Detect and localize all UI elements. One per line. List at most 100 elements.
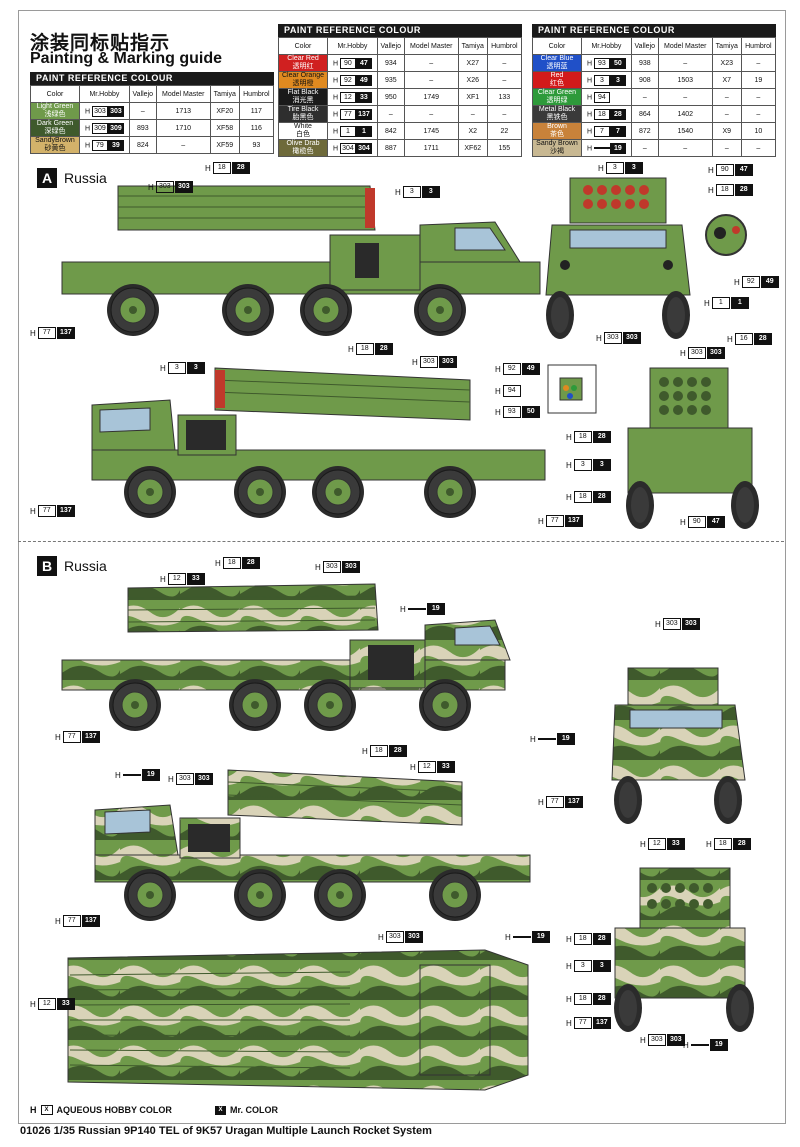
color-name-cn: 白色 (296, 131, 310, 138)
callout-aqueous-code: 18 (573, 491, 592, 503)
callout-aqueous-code: 77 (37, 327, 56, 339)
footer-product-title: 01026 1/35 Russian 9P140 TEL of 9K57 Ura… (20, 1125, 432, 1137)
callout-h-label: H (148, 182, 154, 192)
callout-aqueous-code: 3 (573, 459, 592, 471)
callout-h-label: H (566, 432, 572, 442)
color-name-cn: 沙褐 (550, 148, 564, 155)
callout-mr-color-code: 28 (388, 745, 407, 757)
mr-color-code: 304 (355, 142, 372, 154)
callout-mr-color-code: 137 (564, 515, 583, 527)
callout-mr-color-code: 28 (592, 431, 611, 443)
a-side-view-right (91, 367, 546, 519)
callout-mr-color-code: 3 (592, 459, 611, 471)
callout-h-label: H (378, 932, 384, 942)
color-name-en: Olive Drab (286, 140, 320, 147)
callout-mr-color-code: 1 (730, 297, 749, 309)
color-name-en: Red (550, 72, 564, 79)
callout-h-label: H (566, 492, 572, 502)
callout-aqueous-code: 12 (37, 998, 56, 1010)
mr-color-code: 50 (609, 57, 626, 69)
mr-hobby-code: H 19 (581, 139, 632, 157)
callout-aqueous-code: 94 (502, 385, 521, 397)
callout-aqueous-code: 90 (687, 516, 706, 528)
callout-h-label: H (734, 277, 740, 287)
callout-mr-color-code: 19 (531, 931, 550, 943)
callout-mr-color-code: 33 (56, 998, 75, 1010)
callout-aqueous-code (122, 774, 141, 776)
callout-aqueous-code: 303 (662, 618, 681, 630)
callout-mr-color-code: 303 (666, 1034, 685, 1046)
color-name-en: White (294, 123, 312, 130)
callout-mr-color-code: 3 (186, 362, 205, 374)
ref-humbrol: – (740, 139, 777, 157)
callout-mr-color-code: 303 (404, 931, 423, 943)
callout-aqueous-code: 303 (603, 332, 622, 344)
callout-aqueous-code: 18 (713, 838, 732, 850)
callout-mr-color-code: 303 (622, 332, 641, 344)
aqueous-code: 3 (593, 74, 610, 86)
callout-h-label: H (640, 1035, 646, 1045)
callout-h-label: H (168, 774, 174, 784)
callout-aqueous-code: 303 (175, 773, 194, 785)
color-name-en: Brown (547, 123, 567, 130)
callout-mr-color-code: 303 (681, 618, 700, 630)
aqueous-code: 309 (91, 122, 108, 134)
aqueous-code: 1 (339, 125, 356, 137)
mr-color-code: 47 (355, 57, 372, 69)
aqueous-code: 303 (91, 105, 108, 117)
callout-aqueous-code: 303 (419, 356, 438, 368)
callout-h-label: H (640, 839, 646, 849)
callout-mr-color-code: 3 (624, 162, 643, 174)
callout-h-label: H (55, 916, 61, 926)
callout-h-label: H (315, 562, 321, 572)
callout-aqueous-code: 77 (37, 505, 56, 517)
color-name-en: Tire Black (287, 106, 319, 113)
callout-aqueous-code: 3 (167, 362, 186, 374)
callout-aqueous-code: 3 (402, 186, 421, 198)
callout-aqueous-code: 1 (711, 297, 730, 309)
mr-color-code: 19 (609, 142, 626, 154)
callout-h-label: H (362, 746, 368, 756)
callout-mr-color-code: 47 (734, 164, 753, 176)
callout-aqueous-code: 18 (212, 162, 231, 174)
color-name-cn: 浅绿色 (44, 111, 66, 118)
callout-aqueous-code: 3 (573, 960, 592, 972)
callout-mr-color-code: 28 (732, 838, 751, 850)
callout-aqueous-code: 12 (647, 838, 666, 850)
callout-h-label: H (30, 506, 36, 516)
aqueous-code: 304 (339, 142, 356, 154)
callout-aqueous-code: 16 (734, 333, 753, 345)
a-front-view (545, 177, 747, 339)
callout-mr-color-code: 137 (592, 1017, 611, 1029)
callout-h-label: H (680, 348, 686, 358)
mr-color-code: 49 (355, 74, 372, 86)
callout-h-label: H (655, 619, 661, 629)
callout-h-label: H (704, 298, 710, 308)
column-header: Mr.Hobby (79, 85, 130, 103)
